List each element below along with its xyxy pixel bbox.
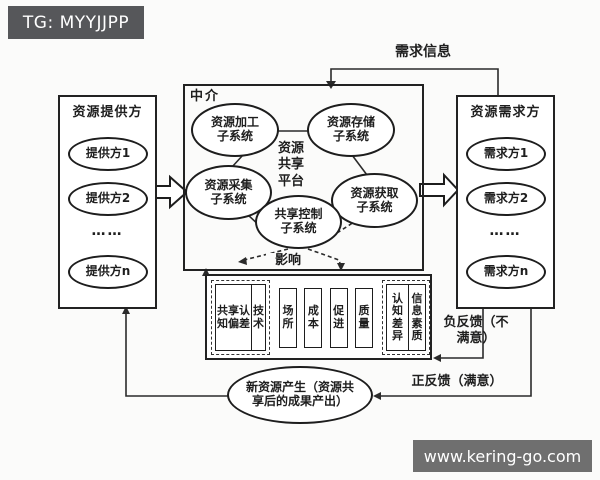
factor-cognitive-difference: 认知差异 xyxy=(392,292,403,342)
negative-feedback-label: 负反馈（不满意） xyxy=(443,315,509,347)
provider-item-n: 提供方n xyxy=(68,255,148,289)
demander-panel: 资源需求方 需求方1 需求方2 …… 需求方n xyxy=(456,95,555,309)
subsystem-ellipse-storage: 资源存储子系统 xyxy=(307,103,395,157)
factor-group-middle: 场所 成本 促进 质量 xyxy=(274,284,378,352)
subsystem-ellipse-processing: 资源加工子系统 xyxy=(191,103,279,157)
provider-panel: 资源提供方 提供方1 提供方2 …… 提供方n xyxy=(58,95,157,309)
factor-group-cognition-tech: 共享认知偏差 技术 xyxy=(211,280,270,355)
watermark-bottom-right: www.kering-go.com xyxy=(413,440,592,472)
factor-quality: 质量 xyxy=(354,288,373,348)
factor-technology: 技术 xyxy=(251,285,265,350)
platform-center-label: 资源共享平台 xyxy=(277,141,304,189)
arrowhead-positive-feedback xyxy=(373,392,381,400)
demander-item-n: 需求方n xyxy=(466,255,546,289)
provider-item-2: 提供方2 xyxy=(68,182,148,216)
factor-shared-cognition-bias: 共享认知偏差 xyxy=(217,304,250,330)
output-ellipse: 新资源产生（资源共享后的成果产出） xyxy=(227,366,373,424)
demander-panel-title: 资源需求方 xyxy=(470,105,541,120)
intermediary-corner-label: 中介 xyxy=(190,89,221,104)
watermark-top-left: TG: MYYJJPP xyxy=(8,6,144,39)
positive-feedback-label: 正反馈（满意） xyxy=(411,374,503,389)
demander-item-1: 需求方1 xyxy=(466,137,546,171)
provider-panel-title: 资源提供方 xyxy=(72,105,143,120)
subsystem-ellipse-control: 共享控制子系统 xyxy=(255,195,342,249)
influence-factors-box: 共享认知偏差 技术 场所 成本 促进 质量 认知差异 信息素质 xyxy=(205,274,432,360)
factor-place: 场所 xyxy=(279,288,297,348)
demand-info-label: 需求信息 xyxy=(395,44,451,60)
platform-to-demander-block-arrow xyxy=(419,172,460,208)
provider-item-1: 提供方1 xyxy=(68,137,148,171)
demander-items-ellipsis: …… xyxy=(489,223,522,239)
arrowhead-negative-feedback xyxy=(433,354,441,362)
provider-items-ellipsis: …… xyxy=(91,223,124,239)
factor-cost: 成本 xyxy=(304,288,323,348)
demander-item-2: 需求方2 xyxy=(466,182,546,216)
factor-promotion: 促进 xyxy=(329,288,348,348)
influence-label: 影响 xyxy=(266,253,310,270)
intermediary-panel: 中介 xyxy=(183,84,424,271)
subsystem-ellipse-acquisition: 资源获取子系统 xyxy=(331,173,418,228)
factor-group-right: 认知差异 信息素质 xyxy=(382,280,430,355)
factor-information-literacy: 信息素质 xyxy=(408,285,425,350)
